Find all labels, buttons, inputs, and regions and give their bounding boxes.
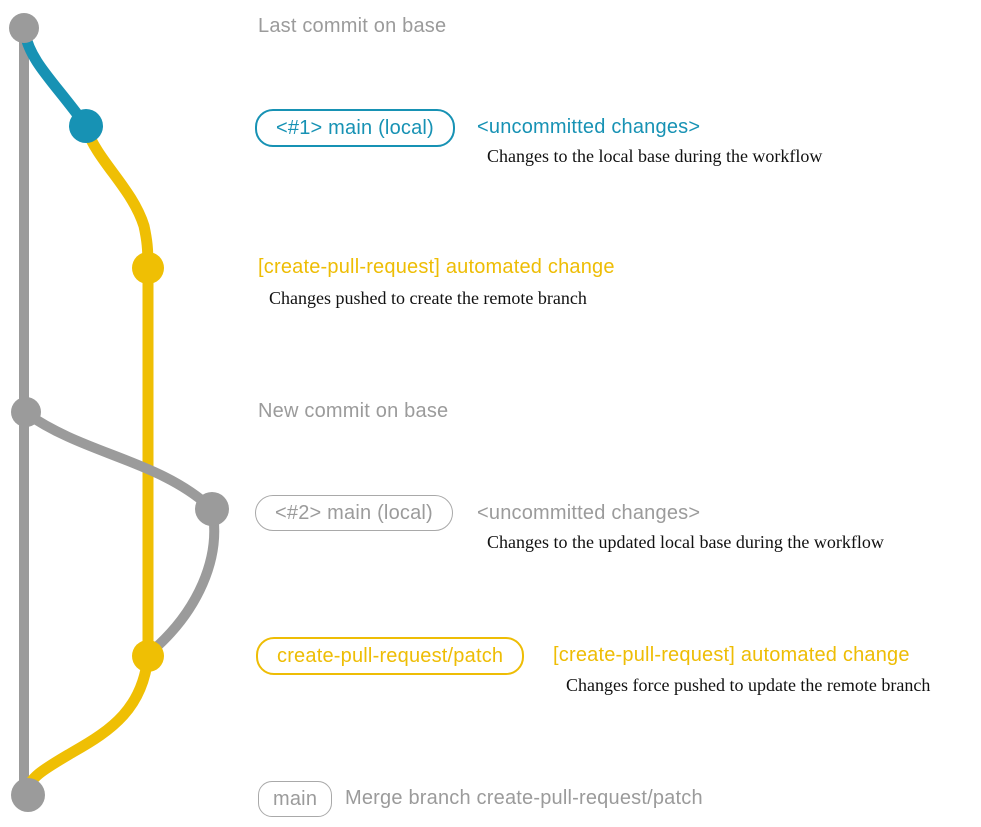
merge-commit-label: Merge branch create-pull-request/patch — [345, 787, 703, 809]
new-commit-label: New commit on base — [258, 400, 449, 422]
uncommitted-changes-label-1: <uncommitted changes> — [477, 116, 701, 138]
commit-dot-local-main-2 — [195, 492, 229, 526]
caption-local-base-changes-1: Changes to the local base during the wor… — [487, 146, 823, 166]
commit-dot-local-main-1 — [69, 109, 103, 143]
commit-dot-automated-change-2 — [132, 640, 164, 672]
branch-badge-create-pull-request-patch: create-pull-request/patch — [256, 637, 525, 675]
branch-badge-main-local-1: <#1> main (local) — [255, 109, 455, 147]
automated-change-commit-label-2: [create-pull-request] automated change — [553, 644, 910, 666]
last-commit-label: Last commit on base — [258, 15, 447, 37]
uncommitted-changes-label-2: <uncommitted changes> — [477, 502, 701, 524]
caption-force-push-update: Changes force pushed to update the remot… — [566, 675, 931, 695]
caption-local-base-changes-2: Changes to the updated local base during… — [487, 532, 884, 552]
commit-dot-last-base — [9, 13, 39, 43]
caption-push-create: Changes pushed to create the remote bran… — [269, 288, 587, 308]
branch-badge-main: main — [258, 781, 333, 817]
commit-dot-merge — [11, 778, 45, 812]
automated-change-commit-label-1: [create-pull-request] automated change — [258, 256, 615, 278]
updated-base-branch-curve — [21, 408, 220, 656]
branch-badge-main-local-2: <#2> main (local) — [255, 495, 453, 531]
commit-dot-automated-change-1 — [132, 252, 164, 284]
commit-dot-new-base — [11, 397, 41, 427]
